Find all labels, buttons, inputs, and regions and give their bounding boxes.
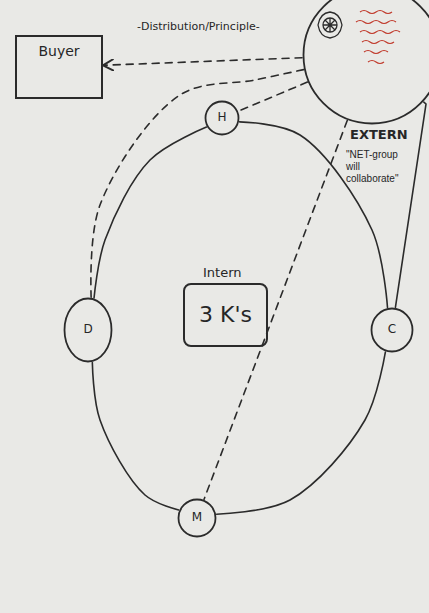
red-scribble: [368, 61, 384, 64]
circle-outline-shape: [206, 102, 239, 135]
circle-outline-shape: [372, 309, 413, 352]
connector-line: [217, 352, 386, 514]
flower-outline: [318, 12, 342, 38]
connector-label: -Distribution/Principle-: [135, 20, 262, 33]
red-scribble: [362, 41, 394, 44]
red-scribble: [356, 21, 396, 24]
c-circle: C: [370, 307, 414, 353]
m-circle: M: [177, 498, 217, 538]
circle-outline-shape: [304, 0, 429, 124]
node-text: M: [192, 511, 202, 525]
node-text: EXTERN: [350, 127, 408, 143]
node-text: 3 K's: [199, 302, 252, 327]
connector-line: [92, 363, 178, 510]
red-scribble: [360, 11, 392, 14]
d-circle: D: [63, 297, 113, 363]
dashed-connector: [103, 58, 302, 66]
h-circle: H: [204, 100, 240, 136]
red-scribbles: [356, 11, 400, 64]
circle-outline-shape: [179, 500, 216, 537]
node-text: Buyer: [38, 43, 79, 59]
red-scribble: [360, 31, 400, 34]
red-scribble: [364, 51, 388, 54]
node-text: D: [83, 323, 92, 337]
node-text: C: [388, 323, 396, 337]
external-circle: EXTERN"NET-group will collaborate": [302, 0, 429, 125]
buyer-box: Buyer: [15, 35, 103, 99]
ks-box: 3 K's: [183, 283, 268, 347]
dashed-connector: [91, 70, 304, 298]
circle-outline-shape: [65, 299, 112, 362]
flower-center: [323, 18, 337, 32]
connector-line: [94, 127, 206, 298]
region-label: Intern: [203, 265, 242, 281]
flower-hatch: [323, 18, 337, 32]
flower-symbol: [318, 12, 342, 38]
node-text: "NET-group will collaborate": [346, 149, 400, 185]
node-text: H: [217, 111, 226, 125]
dashed-connector: [239, 82, 308, 111]
circle-outline: [302, 0, 429, 125]
